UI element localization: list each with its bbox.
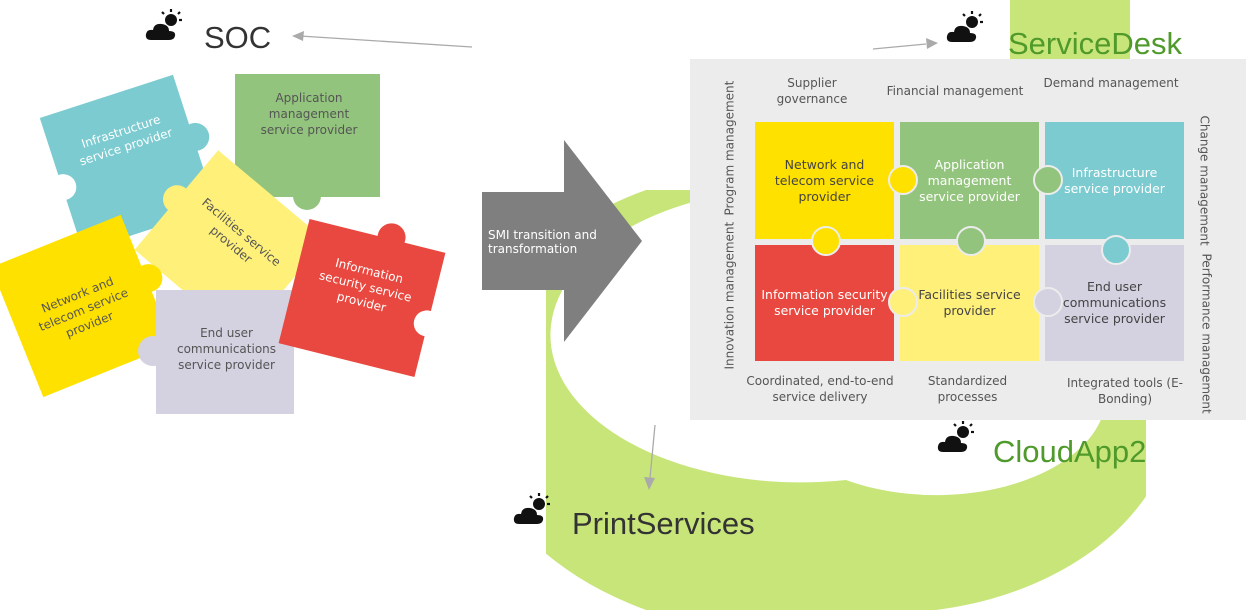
label-innovation-management: Innovation management bbox=[722, 221, 737, 370]
tile-infrastructure: Infrastructure service provider bbox=[1045, 122, 1184, 239]
knob-application-infrastructure bbox=[1033, 165, 1063, 195]
node-soc-label[interactable]: SOC bbox=[204, 20, 272, 55]
node-servicedesk-label[interactable]: ServiceDesk bbox=[1008, 26, 1182, 61]
tile-information-security: Information security service provider bbox=[755, 245, 894, 361]
puzzle-network-label: Network and telecom service provider bbox=[36, 274, 131, 341]
transition-arrow bbox=[482, 140, 642, 342]
label-program-management: Program management bbox=[722, 80, 737, 216]
tile-end-user: End user communications service provider bbox=[1045, 245, 1184, 361]
connector-print-arrowhead bbox=[644, 477, 655, 490]
knob-network-application bbox=[888, 165, 918, 195]
sun-behind-cloud-icon bbox=[937, 421, 974, 452]
puzzle-piece-end-user: End user communications service provider bbox=[138, 290, 294, 414]
label-performance-management: Performance management bbox=[1199, 253, 1214, 414]
node-cloudapp-label[interactable]: CloudApp2 bbox=[993, 434, 1147, 469]
sun-behind-cloud-icon bbox=[513, 493, 550, 524]
knob-facilities-enduser bbox=[1033, 287, 1063, 317]
knob-network-security bbox=[811, 226, 841, 256]
connector-print bbox=[649, 424, 656, 479]
green-ring-shape bbox=[546, 190, 1146, 610]
connector-soc bbox=[299, 35, 473, 48]
puzzle-information-security-label: Information security service provider bbox=[317, 255, 414, 315]
label-standardized-processes: Standardized processes bbox=[927, 374, 1008, 404]
transition-arrow-shape bbox=[482, 140, 642, 342]
puzzle-facilities-label: Facilities service provider bbox=[199, 195, 284, 270]
connector-servicedesk-arrowhead bbox=[926, 38, 938, 49]
label-demand-management: Demand management bbox=[1043, 76, 1179, 90]
knob-application-facilities bbox=[956, 226, 986, 256]
knob-security-facilities bbox=[888, 287, 918, 317]
green-ring bbox=[546, 190, 1146, 610]
tile-facilities: Facilities service provider bbox=[900, 245, 1039, 361]
label-coordinated-delivery: Coordinated, end-to-end service delivery bbox=[746, 374, 894, 404]
sun-behind-cloud-icon bbox=[145, 9, 182, 40]
green-accent-bar bbox=[1010, 0, 1130, 60]
label-supplier-governance: Supplier governance bbox=[776, 76, 848, 106]
transition-arrow-label: SMI transition and transformation bbox=[488, 228, 597, 256]
connector-soc-arrowhead bbox=[292, 31, 304, 41]
puzzle-infrastructure-label: Infrastructure service provider bbox=[77, 112, 175, 169]
label-change-management: Change management bbox=[1197, 115, 1212, 246]
sun-behind-cloud-icon bbox=[946, 11, 983, 42]
puzzle-application-label: Application management service provider bbox=[260, 91, 358, 137]
connector-servicedesk bbox=[872, 43, 927, 50]
puzzle-piece-application: Application management service provider bbox=[235, 74, 380, 210]
puzzle-end-user-label: End user communications service provider bbox=[176, 326, 277, 372]
label-financial-management: Financial management bbox=[886, 84, 1024, 98]
smi-panel: Supplier governance Financial management… bbox=[690, 59, 1246, 420]
label-integrated-tools: Integrated tools (E-Bonding) bbox=[1066, 376, 1184, 406]
knob-infrastructure-enduser bbox=[1101, 235, 1131, 265]
tile-network: Network and telecom service provider bbox=[755, 122, 894, 239]
node-printservices-label[interactable]: PrintServices bbox=[572, 506, 755, 541]
tile-application: Application management service provider bbox=[900, 122, 1039, 239]
